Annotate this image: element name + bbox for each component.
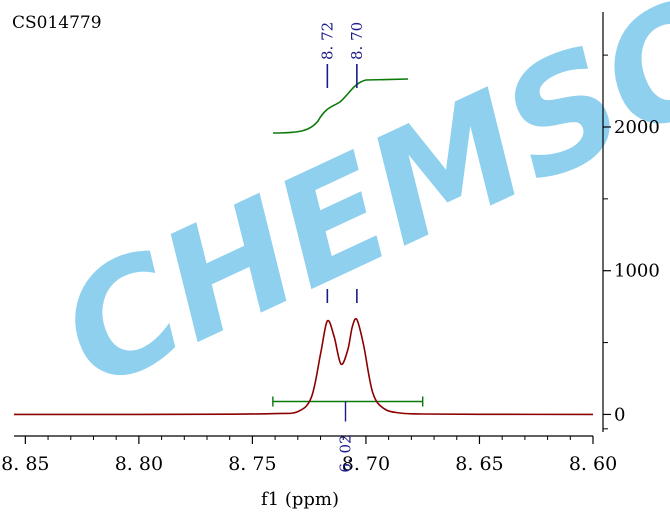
y-tick-label: 2000	[614, 117, 660, 138]
peak-labels: 8. 72 8. 70	[318, 22, 366, 303]
x-tick-label: 8. 75	[228, 453, 276, 475]
y-tick-label: 0	[614, 404, 625, 425]
x-tick-label: 8. 80	[115, 453, 163, 475]
integral-value-label: 6. 02	[337, 434, 355, 472]
x-axis-label: f1 (ppm)	[261, 489, 339, 510]
y-tick-label: 1000	[614, 261, 660, 282]
peak-label: 8. 70	[348, 22, 366, 60]
x-tick-label: 8. 70	[342, 453, 390, 475]
x-tick-label: 8. 65	[455, 453, 503, 475]
spectrum-line	[13, 317, 594, 416]
peak-label: 8. 72	[318, 22, 336, 60]
sample-id: CS014779	[12, 13, 102, 33]
integral-curve	[272, 78, 409, 134]
x-tick-label: 8. 85	[1, 453, 49, 475]
integral-layer: 6. 02	[272, 78, 424, 473]
x-tick-label: 8. 60	[569, 453, 617, 475]
spectrum-layer	[13, 317, 594, 416]
watermark: CHEMSOC	[37, 0, 670, 423]
watermark-text: CHEMSOC	[37, 0, 670, 423]
axes: 8. 85 8. 80 8. 75 8. 70 8. 65 8. 60 0 1000 2000	[1, 12, 660, 475]
